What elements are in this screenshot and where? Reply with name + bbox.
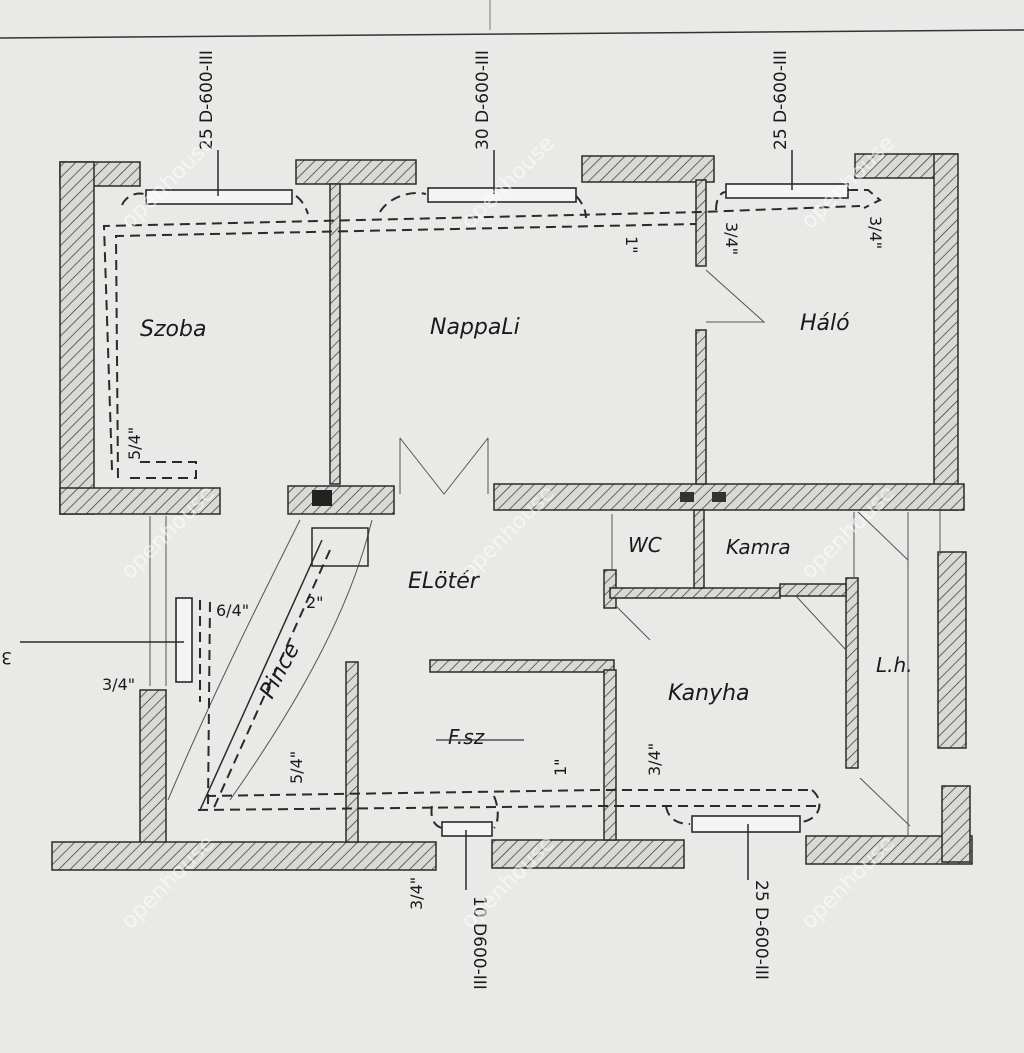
room-label-lh: L.h.: [876, 653, 913, 677]
watermarks: openhouse openhouse openhouse openhouse …: [117, 131, 900, 934]
radiator-label-nappali: 30 D-600-III: [473, 50, 493, 150]
radiator-kanyha: [691, 815, 801, 833]
pipe-size-bottom-main: 5/4": [287, 751, 306, 784]
pipe-network: [102, 189, 882, 829]
room-label-eloter: ELötér: [408, 569, 481, 594]
door-swings: [149, 269, 941, 836]
radiator-label-eloter: 30 D600-III: [0, 647, 12, 667]
radiator-label-halo: 25 D-600-III: [771, 50, 791, 150]
pipe-size-halo-left: 3/4": [722, 222, 741, 255]
radiator-eloter: [175, 597, 193, 683]
radiator-fsz: [441, 821, 493, 837]
pipe-size-fsz-main: 1": [551, 758, 570, 776]
room-label-nappali: NappaLi: [430, 315, 520, 340]
pipe-size-kanyha-feed: 3/4": [645, 743, 664, 776]
radiators: [145, 183, 849, 837]
radiator-leaders: [20, 150, 793, 890]
room-label-fsz: F.sz: [448, 725, 485, 749]
chimney-marker: [312, 490, 332, 506]
pipe-size-fsz-bottom: 3/4": [407, 877, 426, 910]
pipe-size-eloter-riser: 6/4": [216, 601, 249, 620]
room-label-szoba: Szoba: [140, 317, 206, 342]
room-label-wc: WC: [628, 533, 662, 557]
radiator-label-kanyha: 25 D-600-III: [751, 880, 771, 980]
room-label-halo: Háló: [800, 311, 850, 336]
room-label-kanyha: Kanyha: [668, 681, 750, 706]
radiator-label-szoba: 25 D-600-III: [197, 50, 217, 150]
vent-marker: [712, 492, 726, 502]
radiator-szoba: [145, 189, 293, 205]
pipe-size-eloter-side: 3/4": [102, 675, 135, 694]
vent-marker: [680, 492, 694, 502]
walls: [51, 153, 973, 871]
pipe-size-pince-main: 2": [306, 593, 324, 612]
frame-top-line: [0, 29, 1024, 39]
pipe-size-szoba-riser: 5/4": [125, 427, 144, 460]
radiator-label-fsz: 10 D600-III: [469, 896, 489, 990]
pince-stairs: [167, 519, 373, 813]
room-label-kamra: Kamra: [726, 535, 791, 559]
pipe-size-halo-right: 3/4": [866, 216, 885, 249]
pipe-size-nappali-main: 1": [622, 236, 641, 254]
radiator-nappali: [427, 187, 577, 203]
